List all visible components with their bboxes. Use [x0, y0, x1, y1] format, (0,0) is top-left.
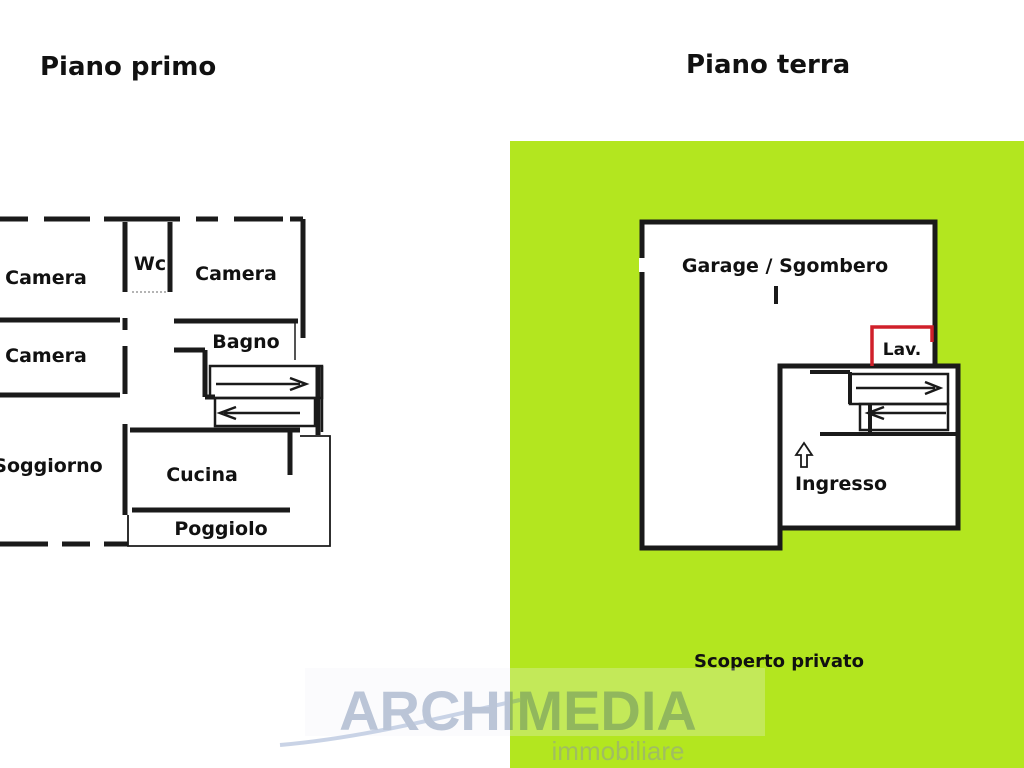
- ground-floor-staircase: [848, 372, 950, 432]
- room-label-cucina: Cucina: [166, 464, 238, 486]
- room-label-poggiolo: Poggiolo: [174, 518, 267, 540]
- entrance-arrow-icon: [794, 441, 814, 468]
- room-label-soggiorno: Soggiorno: [0, 455, 103, 477]
- first-floor-walls: [0, 216, 321, 547]
- room-label-garage: Garage / Sgombero: [682, 255, 888, 277]
- lav-outline: [870, 325, 934, 366]
- poggiolo-outline: [127, 435, 331, 547]
- ground-floor-interior-walls: [639, 258, 958, 438]
- watermark-subtitle: immobiliare: [552, 736, 685, 766]
- room-label-lav: Lav.: [883, 340, 921, 360]
- archimedia-watermark-logo: ARCHIMEDIA immobiliare: [279, 668, 765, 766]
- room-label-camera-2: Camera: [195, 263, 277, 285]
- ground-floor-title: Piano terra: [686, 50, 851, 80]
- first-floor-title: Piano primo: [40, 52, 217, 82]
- watermark-brand: ARCHIMEDIA: [339, 679, 697, 742]
- room-label-bagno: Bagno: [212, 331, 279, 353]
- room-label-camera-1: Camera: [5, 267, 87, 289]
- room-label-ingresso: Ingresso: [795, 473, 887, 495]
- room-label-camera-3: Camera: [5, 345, 87, 367]
- room-label-wc: Wc: [134, 253, 166, 275]
- first-floor-staircase: [208, 364, 324, 432]
- ground-floor-walls: [639, 219, 961, 551]
- area-label-scoperto: Scoperto privato: [694, 651, 864, 672]
